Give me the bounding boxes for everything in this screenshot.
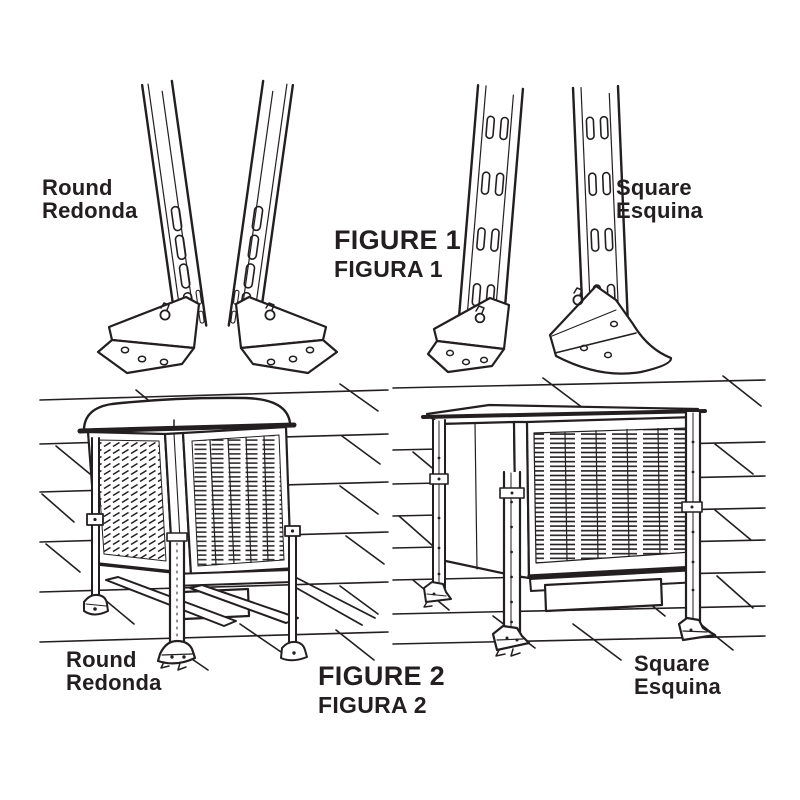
fig2-square-label-en: Square [634, 651, 710, 676]
fig1-square-label: Square Esquina [616, 176, 703, 222]
fig2-round-cooler-illustration [39, 383, 389, 671]
fig2-square-label-es: Esquina [634, 674, 721, 700]
round-leg-right [280, 525, 308, 662]
square-foot-right [548, 284, 673, 375]
round-foot-left [96, 295, 201, 375]
figure2-title-es: FIGURA 2 [318, 691, 427, 718]
square-leg-right [571, 84, 630, 332]
fig2-round-label-es: Redonda [66, 670, 162, 696]
square-foot-left [426, 296, 511, 374]
fig1-round-legs-illustration [96, 79, 339, 375]
fig1-square-label-en: Square [616, 175, 692, 200]
round-foot-right [234, 295, 339, 375]
fig2-round-label-en: Round [66, 647, 137, 672]
figure1-title-en: FIGURE 1 [334, 225, 461, 255]
square-leg-front-center [491, 470, 531, 657]
square-leg-right [677, 410, 717, 642]
round-leg-left [140, 79, 208, 327]
round-leg-right [227, 79, 295, 327]
figure2-title-en: FIGURE 2 [318, 661, 445, 691]
square-leg-left [456, 83, 525, 333]
fig1-round-label-es: Redonda [42, 198, 138, 224]
round-leg-front-left [83, 437, 109, 616]
round-leg-front-center [156, 532, 197, 671]
figure1-title: FIGURE 1 FIGURA 1 [334, 225, 461, 282]
figure1-title-es: FIGURA 1 [334, 255, 443, 282]
cooler-body-square [421, 403, 707, 613]
fig1-square-label-es: Esquina [616, 198, 703, 224]
fig1-round-label-en: Round [42, 175, 113, 200]
figure2-title: FIGURE 2 FIGURA 2 [318, 661, 445, 718]
fig2-round-label: Round Redonda [66, 648, 162, 694]
fig2-square-label: Square Esquina [634, 652, 721, 698]
fig1-square-legs-illustration [426, 83, 673, 375]
square-leg-front-left [423, 419, 452, 608]
cooler-body-round [77, 396, 297, 621]
fig2-square-cooler-illustration [392, 375, 766, 661]
fig1-round-label: Round Redonda [42, 176, 138, 222]
